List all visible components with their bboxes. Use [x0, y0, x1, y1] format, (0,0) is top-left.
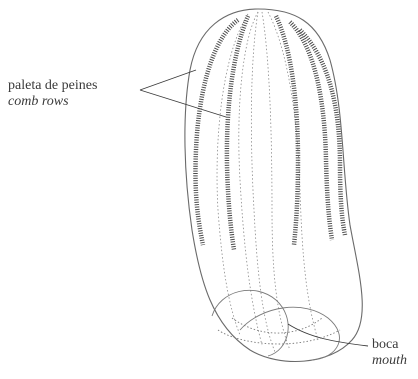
meridian-lines: [217, 12, 318, 352]
mouth-label: boca mouth: [372, 337, 407, 369]
mouth-label-en: mouth: [372, 353, 407, 369]
comb-leader-lower: [140, 90, 226, 117]
comb-rows-label-es: paleta de peines: [8, 78, 97, 93]
comb-row-2: [227, 16, 248, 250]
mouth-region: [212, 290, 340, 360]
comb-row-3: [276, 16, 298, 245]
comb-rows-label: paleta de peines comb rows: [8, 78, 97, 110]
comb-row-bands: [195, 16, 345, 250]
comb-rows-label-en: comb rows: [8, 94, 97, 110]
mouth-label-es: boca: [372, 337, 398, 352]
comb-row-5: [300, 30, 345, 235]
